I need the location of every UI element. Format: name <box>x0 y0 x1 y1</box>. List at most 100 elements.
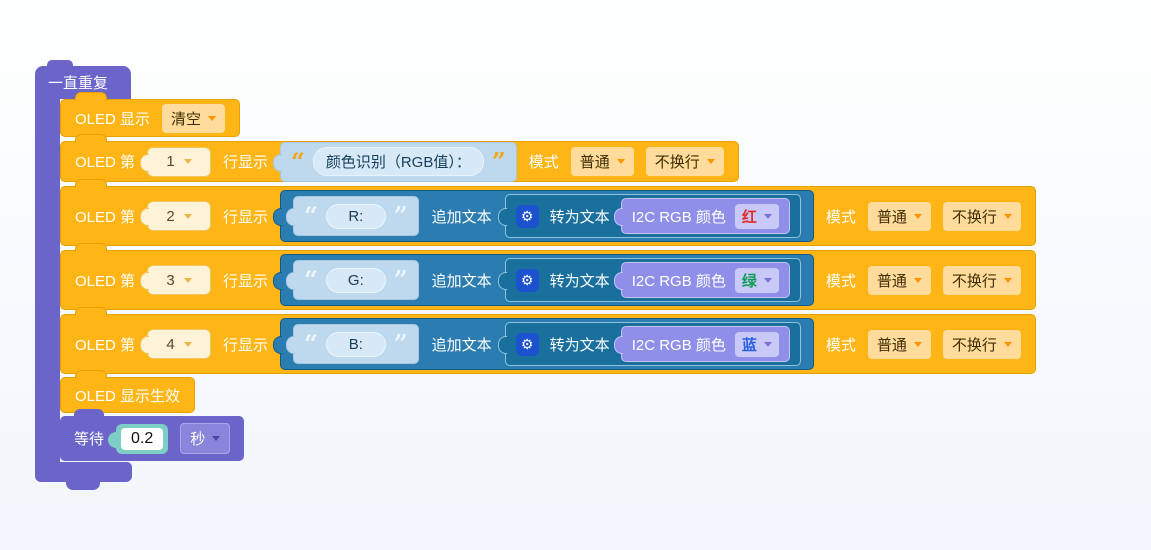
oled-line-3-block[interactable]: OLED 第 3 行显示 “ G: ” 追加文本 ⚙ 转为文本 I2C RGB … <box>60 243 1036 310</box>
oled-display-label: OLED 显示 <box>75 110 151 128</box>
close-quote-icon: ” <box>491 146 506 176</box>
channel-value: 绿 <box>741 272 757 290</box>
dropdown-arrow-icon <box>913 277 922 283</box>
channel-dropdown[interactable]: 绿 <box>734 267 779 293</box>
line-number-value: 1 <box>166 153 175 170</box>
dropdown-arrow-icon <box>183 159 192 164</box>
i2c-rgb-color-block[interactable]: I2C RGB 颜色 绿 <box>613 262 790 298</box>
wait-unit-dropdown[interactable]: 秒 <box>180 423 231 454</box>
line-number-value: 3 <box>166 271 175 289</box>
dropdown-arrow-icon <box>208 115 217 121</box>
mode-label: 模式 <box>825 272 856 290</box>
channel-value: 蓝 <box>741 336 757 354</box>
wait-duration-input[interactable]: 0.2 <box>121 427 164 450</box>
mode-label: 模式 <box>528 154 559 171</box>
line-number-dropdown[interactable]: 1 <box>140 146 212 177</box>
wrap-dropdown[interactable]: 不换行 <box>942 265 1021 295</box>
convert-label: 转为文本 <box>549 208 610 226</box>
line-number-dropdown[interactable]: 3 <box>140 265 212 295</box>
clear-dropdown[interactable]: 清空 <box>162 103 226 133</box>
line-number-dropdown[interactable]: 2 <box>140 201 212 231</box>
i2c-rgb-color-block[interactable]: I2C RGB 颜色 红 <box>613 198 790 234</box>
append-text-label: 追加文本 <box>431 208 492 226</box>
append-text-block[interactable]: “ B: ” 追加文本 ⚙ 转为文本 I2C RGB 颜色 蓝 <box>273 318 814 370</box>
mode-value: 普通 <box>876 208 907 226</box>
oled-line-2-block[interactable]: OLED 第 2 行显示 “ R: ” 追加文本 ⚙ 转为文本 I2C RGB … <box>60 179 1036 246</box>
wait-label: 等待 <box>74 431 105 448</box>
text-string-block[interactable]: “ G: ” <box>286 260 419 300</box>
line-number-value: 4 <box>166 335 175 353</box>
wrap-value: 不换行 <box>951 272 997 290</box>
oled-line-1-block[interactable]: OLED 第 1 行显示 “ 颜色识别（RGB值）： ” 模式 普通 不换行 <box>60 134 739 182</box>
mode-value: 普通 <box>876 272 907 290</box>
dropdown-arrow-icon <box>763 341 772 347</box>
wrap-value: 不换行 <box>951 208 997 226</box>
forever-loop-arm[interactable] <box>35 95 60 463</box>
text-input[interactable]: R: <box>325 203 386 229</box>
open-quote-icon: “ <box>304 265 318 294</box>
dropdown-arrow-icon <box>913 341 922 347</box>
forever-loop-foot[interactable] <box>35 462 132 482</box>
open-quote-icon: “ <box>304 329 318 358</box>
text-string-block[interactable]: “ B: ” <box>286 324 419 364</box>
wrap-value: 不换行 <box>951 336 997 354</box>
line-number-dropdown[interactable]: 4 <box>140 329 212 359</box>
forever-loop-label: 一直重复 <box>48 75 109 92</box>
convert-to-text-block[interactable]: ⚙ 转为文本 I2C RGB 颜色 绿 <box>497 258 801 302</box>
oled-display-clear-block[interactable]: OLED 显示 清空 <box>60 92 241 137</box>
wait-duration-slot[interactable]: 0.2 <box>107 423 169 454</box>
mode-value: 普通 <box>579 154 610 171</box>
line-prefix-label: OLED 第 <box>75 208 136 226</box>
wrap-dropdown[interactable]: 不换行 <box>942 329 1021 359</box>
close-quote-icon: ” <box>393 201 408 230</box>
dropdown-arrow-icon <box>1003 341 1012 347</box>
mode-dropdown[interactable]: 普通 <box>867 329 931 359</box>
gear-icon[interactable]: ⚙ <box>515 268 539 292</box>
dropdown-arrow-icon <box>913 213 922 219</box>
oled-line-4-block[interactable]: OLED 第 4 行显示 “ B: ” 追加文本 ⚙ 转为文本 I2C RGB … <box>60 307 1036 374</box>
convert-to-text-block[interactable]: ⚙ 转为文本 I2C RGB 颜色 蓝 <box>497 322 801 366</box>
gear-icon[interactable]: ⚙ <box>515 204 539 228</box>
mode-dropdown[interactable]: 普通 <box>570 147 634 176</box>
text-string-block[interactable]: “ 颜色识别（RGB值）： ” <box>273 141 517 182</box>
line-suffix-label: 行显示 <box>223 272 269 290</box>
wrap-dropdown[interactable]: 不换行 <box>942 201 1021 231</box>
dropdown-arrow-icon <box>1003 277 1012 283</box>
text-input[interactable]: B: <box>325 331 386 357</box>
text-input[interactable]: G: <box>325 267 386 293</box>
mode-dropdown[interactable]: 普通 <box>867 201 931 231</box>
line-suffix-label: 行显示 <box>223 336 269 354</box>
append-text-block[interactable]: “ R: ” 追加文本 ⚙ 转为文本 I2C RGB 颜色 红 <box>273 190 814 242</box>
channel-value: 红 <box>741 208 757 226</box>
mode-label: 模式 <box>825 208 856 226</box>
mode-dropdown[interactable]: 普通 <box>867 265 931 295</box>
wait-block[interactable]: 等待 0.2 秒 <box>60 409 245 461</box>
dropdown-arrow-icon <box>763 213 772 219</box>
convert-to-text-block[interactable]: ⚙ 转为文本 I2C RGB 颜色 红 <box>497 194 801 238</box>
i2c-rgb-color-block[interactable]: I2C RGB 颜色 蓝 <box>613 326 790 362</box>
mode-label: 模式 <box>825 336 856 354</box>
line-prefix-label: OLED 第 <box>75 272 136 290</box>
channel-dropdown[interactable]: 红 <box>734 203 779 229</box>
dropdown-arrow-icon <box>616 159 625 164</box>
line-prefix-label: OLED 第 <box>75 336 136 354</box>
dropdown-arrow-icon <box>212 436 221 441</box>
append-text-block[interactable]: “ G: ” 追加文本 ⚙ 转为文本 I2C RGB 颜色 绿 <box>273 254 814 306</box>
line-number-value: 2 <box>166 207 175 225</box>
wrap-value: 不换行 <box>654 154 700 171</box>
channel-dropdown[interactable]: 蓝 <box>734 331 779 357</box>
wait-unit-value: 秒 <box>190 431 206 448</box>
clear-dropdown-value: 清空 <box>171 110 202 128</box>
oled-show-effect-block[interactable]: OLED 显示生效 <box>60 370 196 413</box>
close-quote-icon: ” <box>393 265 408 294</box>
dropdown-arrow-icon <box>183 213 192 219</box>
text-input[interactable]: 颜色识别（RGB值）： <box>312 147 484 176</box>
text-string-block[interactable]: “ R: ” <box>286 196 419 236</box>
gear-icon[interactable]: ⚙ <box>515 332 539 356</box>
append-text-label: 追加文本 <box>431 272 492 290</box>
dropdown-arrow-icon <box>763 277 772 283</box>
open-quote-icon: “ <box>304 201 318 230</box>
dropdown-arrow-icon <box>1003 213 1012 219</box>
wrap-dropdown[interactable]: 不换行 <box>645 147 724 176</box>
